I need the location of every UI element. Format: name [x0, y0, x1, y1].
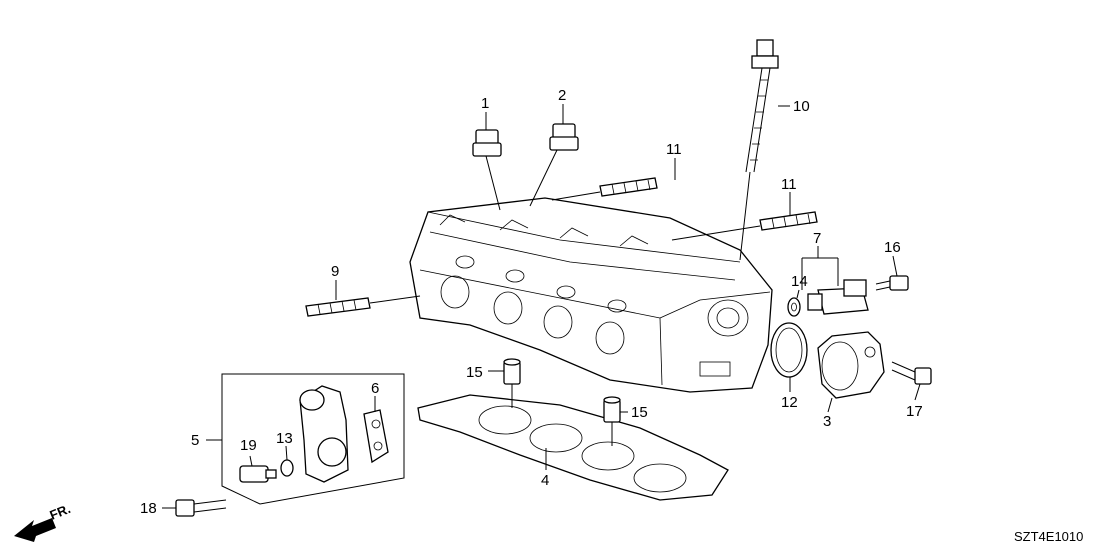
o-ring: [770, 322, 808, 378]
valve-stem-seal-1: [472, 129, 502, 157]
dowel-pin-left: [503, 358, 521, 385]
callout-15-right: 15: [631, 404, 648, 421]
filter-gasket: [363, 409, 389, 464]
callout-11-lower: 11: [781, 176, 797, 193]
stud-bolt-lower: [759, 211, 818, 231]
flange-bolt-18: [175, 499, 227, 517]
callout-14: 14: [791, 273, 808, 290]
callout-1: 1: [481, 95, 489, 112]
pressure-switch: [239, 465, 277, 483]
direction-label: FR.: [48, 501, 73, 523]
spool-valve-group: [221, 373, 405, 505]
callout-3: 3: [823, 413, 831, 430]
callout-11-upper: 11: [666, 141, 682, 158]
callout-2: 2: [558, 87, 566, 104]
o-ring-13: [280, 459, 294, 477]
flange-bolt-16: [875, 275, 909, 291]
front-direction-arrow-icon: [14, 518, 56, 542]
callout-16: 16: [884, 239, 901, 256]
water-outlet: [817, 331, 885, 399]
callout-19: 19: [240, 437, 257, 454]
head-bolt: [745, 39, 779, 173]
stud-bolt-left: [305, 297, 371, 317]
callout-15-left: 15: [466, 364, 483, 381]
valve-stem-seal-2: [549, 123, 579, 151]
callout-13: 13: [276, 430, 293, 447]
dowel-pin-right: [603, 396, 621, 423]
callout-10: 10: [793, 98, 810, 115]
stud-bolt-upper: [599, 177, 658, 197]
callout-5: 5: [191, 432, 199, 449]
callout-18: 18: [140, 500, 157, 517]
callout-4: 4: [541, 472, 549, 489]
callout-17: 17: [906, 403, 923, 420]
diagram-code: SZT4E1010: [1014, 529, 1083, 544]
spool-valve: [299, 385, 349, 483]
callout-12: 12: [781, 394, 798, 411]
cylinder-head: [409, 197, 773, 393]
callout-7: 7: [813, 230, 821, 247]
sealing-washer: [787, 297, 801, 317]
head-gasket: [417, 394, 729, 501]
temperature-sensor: [807, 279, 869, 315]
leader-lines: [162, 104, 921, 509]
callout-6: 6: [371, 380, 379, 397]
callout-9: 9: [331, 263, 339, 280]
flange-bolt-17: [891, 361, 932, 385]
